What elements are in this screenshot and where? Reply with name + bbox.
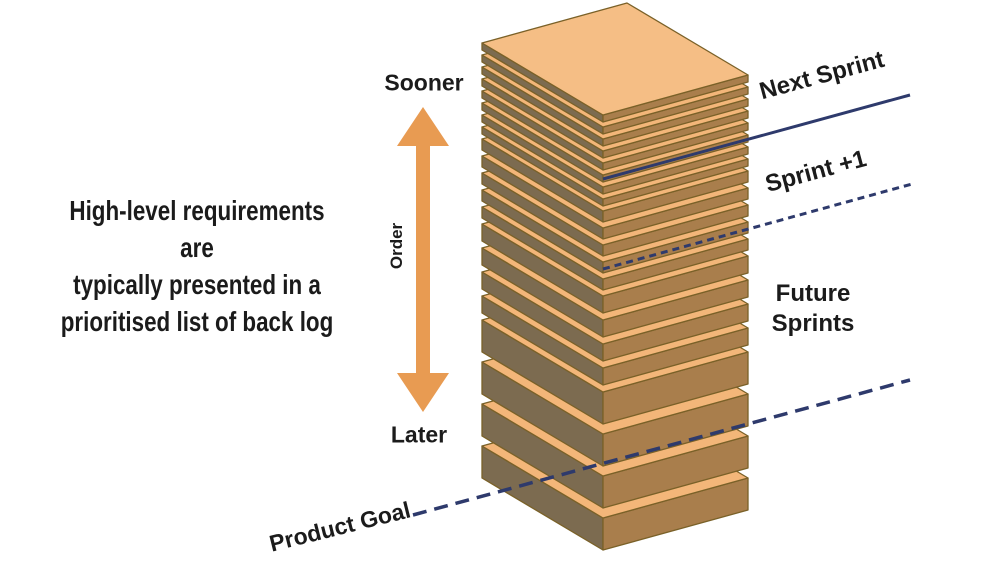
note-line-3: prioritised list of back log	[60, 306, 334, 337]
order-axis-label: Order	[387, 222, 406, 270]
future-sprints-label: Future Sprints	[772, 279, 855, 339]
note-line-1: High-level requirements are	[69, 195, 325, 263]
product-goal-line	[412, 378, 911, 517]
later-label: Later	[390, 421, 448, 448]
next-sprint-line	[602, 93, 911, 181]
backlog-layer	[481, 2, 749, 123]
description-note: High-level requirements are typically pr…	[53, 192, 341, 340]
note-line-2: typically presented in a	[73, 269, 321, 300]
future-sprints-line-1: Future	[775, 280, 851, 307]
sprint-plus-one-line	[602, 182, 913, 271]
order-arrow	[397, 107, 449, 412]
future-sprints-line-2: Sprints	[771, 310, 855, 337]
sooner-label: Sooner	[384, 69, 464, 96]
